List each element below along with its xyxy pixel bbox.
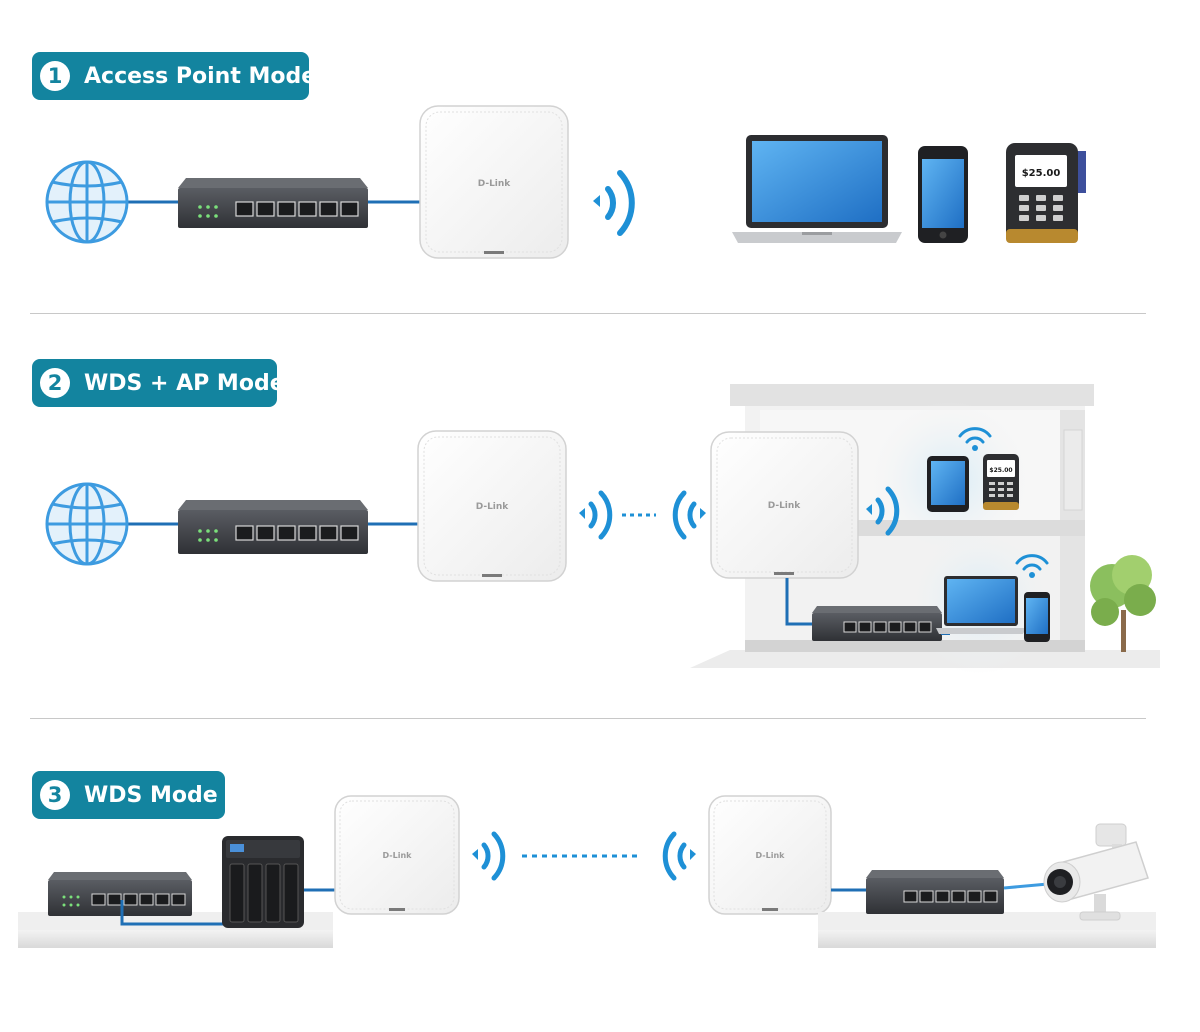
section-2-badge: 2 WDS + AP Mode xyxy=(32,359,285,407)
section-3-number: 3 xyxy=(40,780,70,810)
section-1-title: Access Point Mode xyxy=(84,63,317,89)
network-switch-icon xyxy=(178,178,368,228)
brand-label: D-Link xyxy=(768,501,802,511)
tablet-icon xyxy=(927,456,969,512)
access-point-icon: D-Link xyxy=(710,431,859,579)
network-switch-icon xyxy=(178,500,368,554)
access-point-icon: D-Link xyxy=(419,105,569,259)
wifi-signal-icon xyxy=(866,486,900,536)
pos-amount-label: $25.00 xyxy=(1022,168,1061,179)
smartphone-icon xyxy=(1024,592,1050,642)
shelf xyxy=(18,930,333,948)
pos-terminal-icon: $25.00 xyxy=(1006,143,1086,243)
security-camera-icon xyxy=(1043,823,1149,921)
nas-storage-icon xyxy=(222,836,304,928)
access-point-icon: D-Link xyxy=(417,430,567,582)
internet-globe-icon xyxy=(45,482,129,566)
divider-2 xyxy=(30,718,1146,719)
cable xyxy=(120,900,232,926)
wifi-signal-icon xyxy=(579,490,613,540)
shelf xyxy=(818,930,1156,948)
cable xyxy=(785,578,815,626)
access-point-icon: D-Link xyxy=(334,795,460,915)
section-3-badge: 3 WDS Mode xyxy=(32,771,225,819)
section-2-number: 2 xyxy=(40,368,70,398)
divider-1 xyxy=(30,313,1146,314)
wifi-signal-icon xyxy=(662,831,696,881)
laptop-icon xyxy=(732,135,902,243)
laptop-icon xyxy=(936,576,1026,634)
section-1-badge: 1 Access Point Mode xyxy=(32,52,316,100)
wifi-signal-icon xyxy=(472,831,506,881)
cable xyxy=(1003,882,1049,890)
internet-globe-icon xyxy=(45,160,129,244)
wifi-signal-icon xyxy=(593,170,635,236)
wifi-signal-icon xyxy=(1015,554,1049,578)
pos-terminal-icon: $25.00 xyxy=(983,454,1019,510)
pos-amount-label: $25.00 xyxy=(989,467,1012,474)
network-switch-icon xyxy=(48,872,192,916)
access-point-icon: D-Link xyxy=(708,795,832,915)
section-3-title: WDS Mode xyxy=(84,782,218,808)
section-1-number: 1 xyxy=(40,61,70,91)
brand-label: D-Link xyxy=(383,851,413,860)
brand-label: D-Link xyxy=(478,179,512,189)
brand-label: D-Link xyxy=(756,851,786,860)
network-switch-icon xyxy=(866,870,1004,914)
smartphone-icon xyxy=(918,146,968,243)
wifi-signal-icon xyxy=(672,490,706,540)
shelf xyxy=(818,912,1156,930)
network-switch-icon xyxy=(812,606,942,641)
wifi-signal-icon xyxy=(958,427,992,451)
brand-label: D-Link xyxy=(476,502,510,512)
section-2-title: WDS + AP Mode xyxy=(84,370,285,396)
